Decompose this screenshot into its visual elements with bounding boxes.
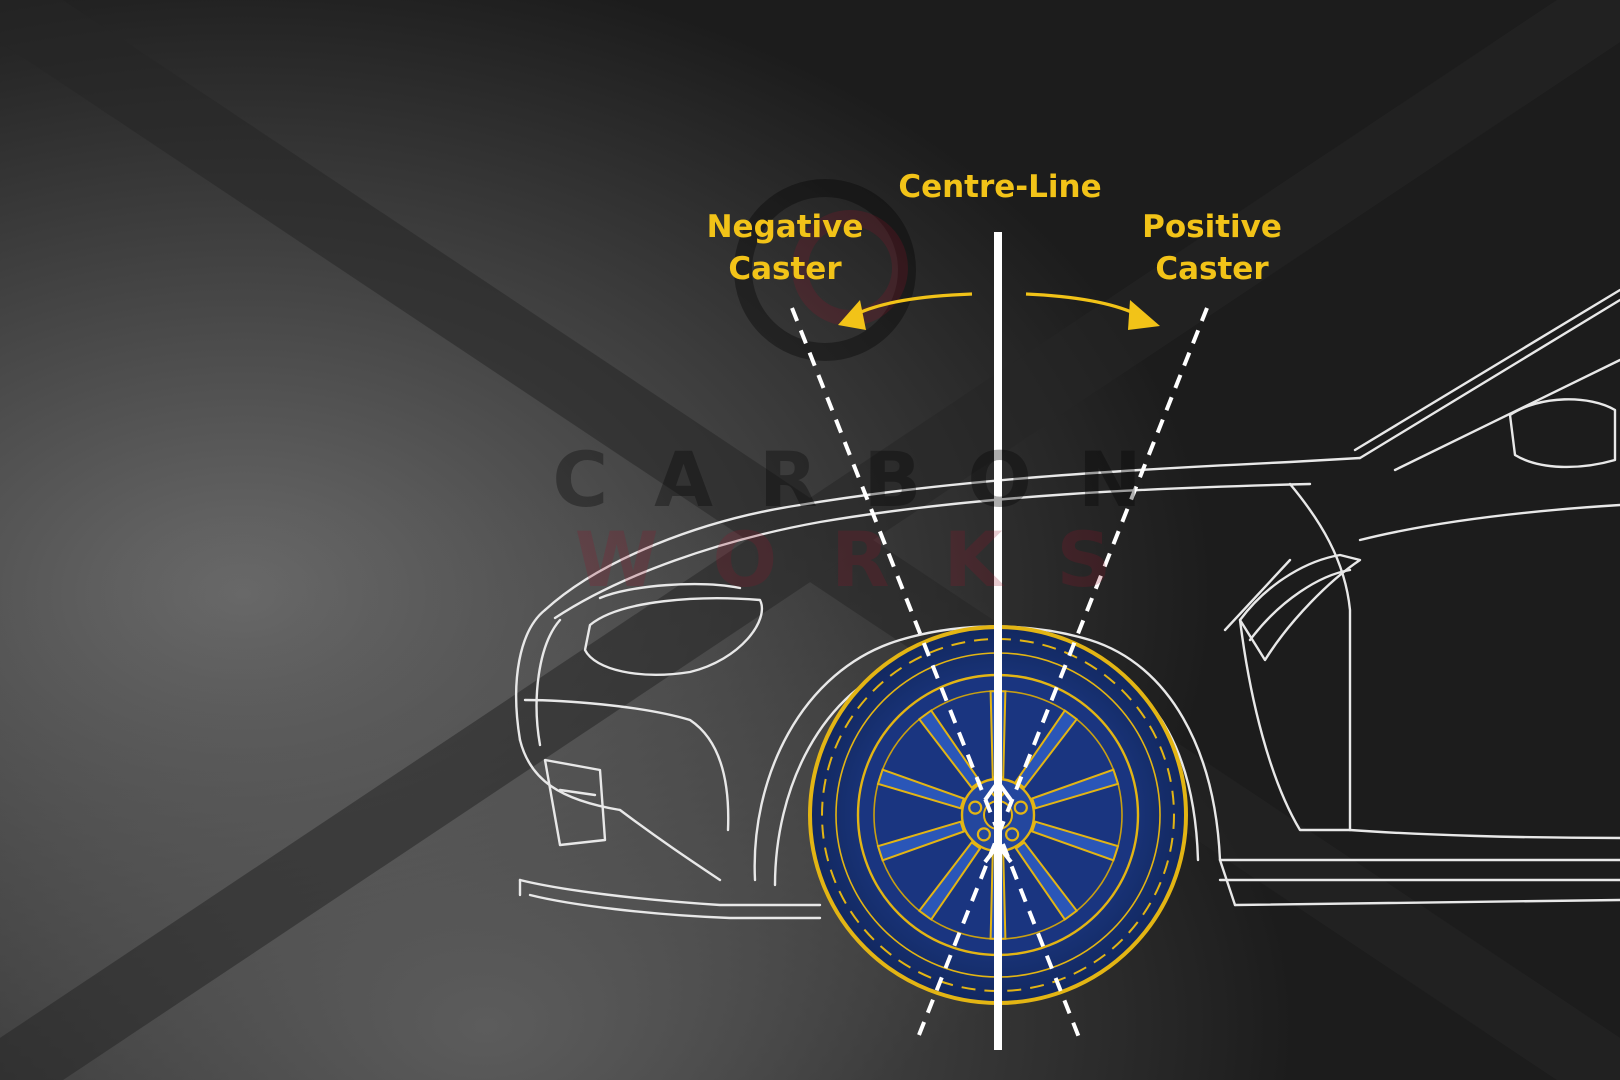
lug-nut (968, 800, 983, 815)
watermark-logo-ring (734, 179, 916, 361)
wheel-spoke (876, 768, 966, 810)
centre-line-label-text: Centre-Line (898, 169, 1102, 205)
negative-caster-label: Negative Caster (690, 206, 880, 290)
positive-caster-arrow-head (1128, 300, 1160, 330)
wheel-spoke (1030, 820, 1120, 862)
positive-caster-label-line-2: Caster (1155, 251, 1269, 287)
negative-caster-label-line-1: Negative (706, 209, 864, 245)
wheel-spoke (1014, 709, 1079, 789)
positive-caster-label: Positive Caster (1117, 206, 1307, 290)
positive-caster-label-line-1: Positive (1142, 209, 1282, 245)
lug-nut (1013, 800, 1028, 815)
lug-nut (976, 827, 992, 842)
positive-caster-arrow (1025, 292, 1137, 316)
wheel-spoke (876, 820, 966, 862)
wheel-spoke (1030, 768, 1120, 810)
negative-caster-label-line-2: Caster (728, 251, 842, 287)
wheel-spokes (876, 690, 1120, 940)
positive-caster-dashed-line (915, 307, 1209, 1041)
centre-arrow-head (983, 778, 1013, 802)
lug-nut (1004, 827, 1020, 842)
negative-caster-dashed-line (790, 307, 1082, 1041)
wheel-spoke (917, 841, 982, 921)
wheel-spoke (1014, 841, 1079, 921)
negative-caster-arrow-head (838, 300, 866, 330)
centre-line-label: Centre-Line (880, 166, 1120, 208)
centre-arrow-tail (983, 841, 1013, 864)
